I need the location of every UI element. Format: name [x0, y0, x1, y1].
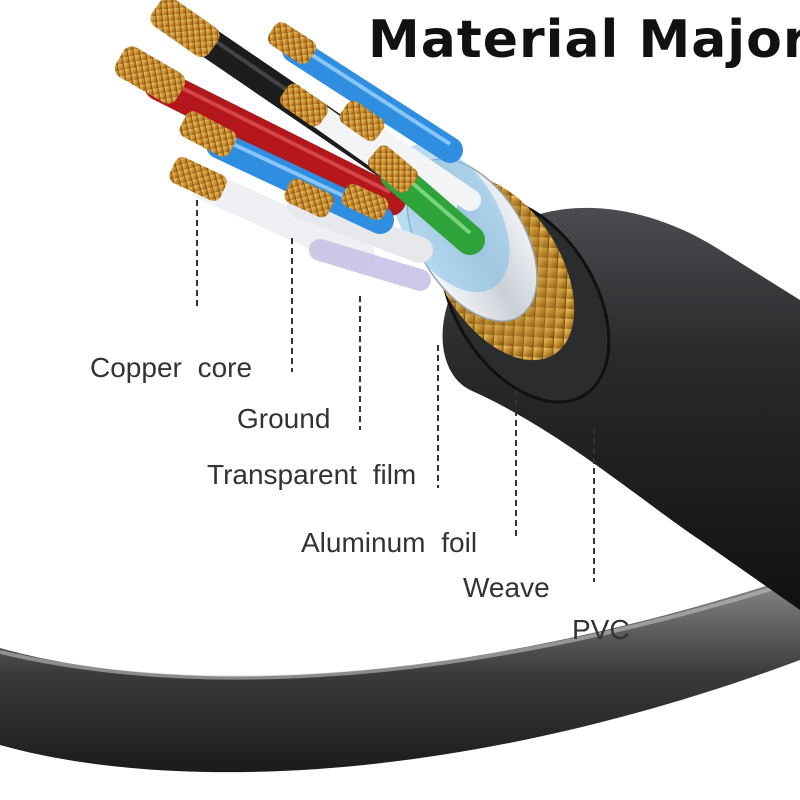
- copper-tips: [114, 0, 418, 220]
- label-transparent-film: Transparent film: [207, 459, 417, 490]
- leader-lines: [196, 200, 595, 582]
- label-ground: Ground: [237, 403, 331, 434]
- label-pvc: PVC: [572, 614, 630, 645]
- title: Material Major: [368, 10, 800, 70]
- label-copper-core: Copper core: [90, 352, 253, 383]
- label-weave: Weave: [463, 572, 550, 603]
- label-aluminum-foil: Aluminum foil: [301, 527, 478, 558]
- cable-loop: [0, 575, 800, 773]
